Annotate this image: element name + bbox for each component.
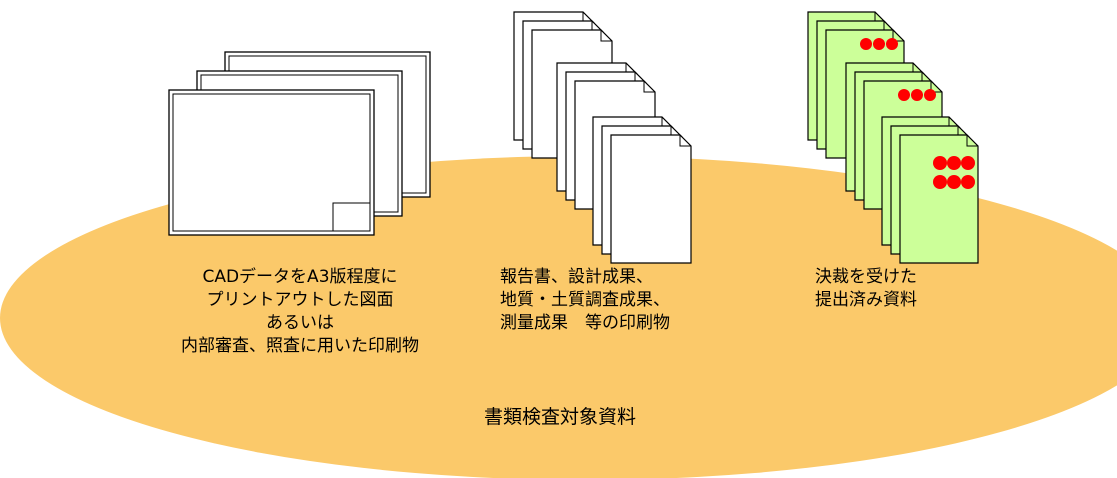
caption-line: CADデータをA3版程度に xyxy=(202,267,398,287)
stamp-dot xyxy=(911,89,923,101)
approved-page xyxy=(899,134,979,264)
reports-caption: 報告書、設計成果、 地質・土質調査成果、 測量成果 等の印刷物 xyxy=(500,266,760,335)
stamp-dot xyxy=(961,156,975,170)
approved-caption: 決裁を受けた 提出済み資料 xyxy=(815,266,1015,312)
stamp-dot xyxy=(886,38,898,50)
caption-line: 測量成果 等の印刷物 xyxy=(500,313,670,333)
caption-line: 報告書、設計成果、 xyxy=(500,267,653,287)
stamp-dot xyxy=(898,89,910,101)
report-documents-stack xyxy=(513,11,692,264)
drawings-caption: CADデータをA3版程度に プリントアウトした図面 あるいは 内部審査、照査に用… xyxy=(140,266,460,358)
drawing-sheet xyxy=(168,89,375,236)
caption-line: 内部審査、照査に用いた印刷物 xyxy=(181,336,419,356)
stamp-dot xyxy=(933,175,947,189)
stamp-dot xyxy=(961,175,975,189)
target-materials-label: 書類検査対象資料 xyxy=(483,406,636,428)
stamp-dot xyxy=(873,38,885,50)
stamp-dot xyxy=(924,89,936,101)
approved-documents-stack xyxy=(807,11,979,264)
report-page xyxy=(610,134,692,264)
inspection-scope-ellipse xyxy=(0,156,1117,478)
caption-line: 地質・土質調査成果、 xyxy=(500,290,670,310)
stamp-dot xyxy=(860,38,872,50)
caption-line: 決裁を受けた xyxy=(815,267,917,287)
stamp-dot xyxy=(947,156,961,170)
stamp-dot xyxy=(947,175,961,189)
stamp-dot xyxy=(933,156,947,170)
caption-line: 提出済み資料 xyxy=(815,290,917,310)
title-block xyxy=(332,202,371,232)
drawing-sheets-stack xyxy=(168,51,431,236)
caption-line: あるいは xyxy=(266,313,334,333)
caption-line: プリントアウトした図面 xyxy=(206,290,394,310)
